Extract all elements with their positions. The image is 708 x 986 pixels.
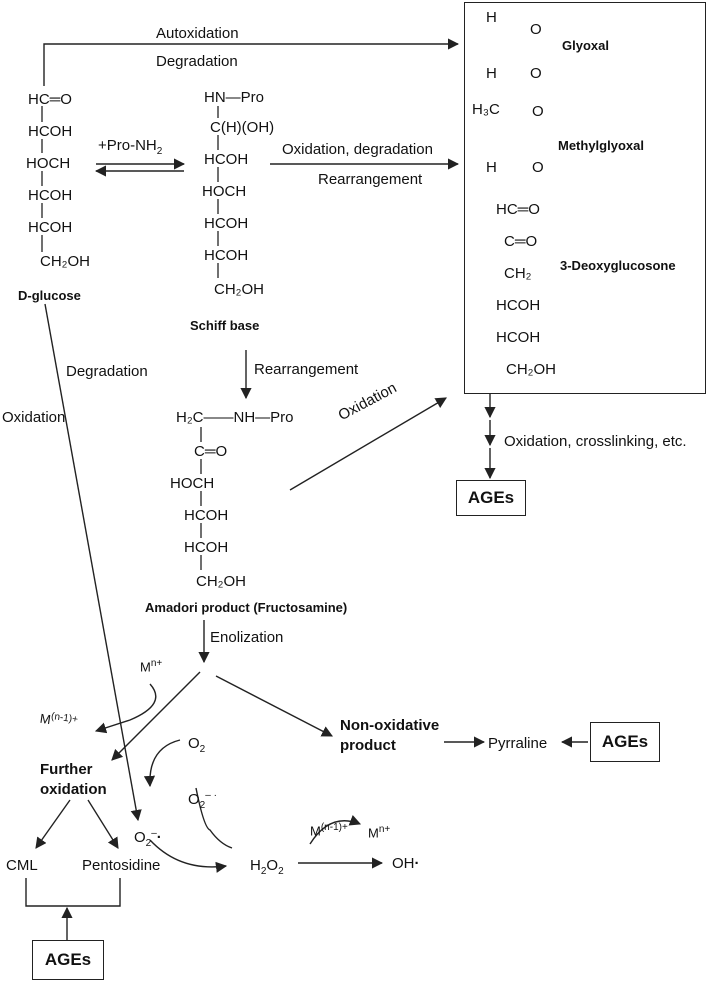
oxidation-degradation-label: Oxidation, degradation — [282, 141, 433, 158]
enolization-label: Enolization — [210, 629, 284, 646]
enol-to-nonoxidative-arrow — [215, 675, 333, 737]
glyoxal-atom-o1: O — [530, 21, 542, 38]
amadori-line-5: HCOH — [184, 539, 229, 556]
deoxy-line-1: HC═O — [496, 201, 540, 218]
glucose-line-2: HCOH — [28, 123, 73, 140]
superoxide-to-peroxide-curve — [149, 839, 228, 873]
methylglyoxal-atom-o1: O — [532, 103, 544, 120]
amadori-line-1: H₂C——NH—Pro — [176, 409, 294, 426]
amadori-line-6: CH₂OH — [196, 573, 246, 590]
cml-label: CML — [6, 857, 38, 874]
glyoxal-name: Glyoxal — [562, 38, 609, 53]
methylglyoxal-atom-o2: O — [532, 159, 544, 176]
deoxy-line-4: HCOH — [496, 297, 541, 314]
oxidation-crosslinking-label: Oxidation, crosslinking, etc. — [504, 433, 687, 450]
glucose-line-3: HOCH — [26, 155, 71, 172]
to-pentosidine-arrow — [87, 799, 119, 849]
degradation-left-label: Degradation — [66, 363, 148, 380]
metal-oxidized-right-label: Mn+ — [368, 824, 391, 841]
degradation-top-label: Degradation — [156, 53, 238, 70]
amadori-name: Amadori product (Fructosamine) — [145, 600, 348, 615]
glyoxal-atom-h1: H — [486, 9, 497, 26]
amadori-line-4: HCOH — [184, 507, 229, 524]
dicarbonyl-box — [464, 2, 706, 394]
oxygen-curve — [143, 739, 181, 788]
glucose-oxidation-arrow — [44, 303, 142, 822]
deoxy-line-5: HCOH — [496, 329, 541, 346]
hydroxyl-radical-label: OH· — [392, 855, 420, 872]
methylglyoxal-name: Methylglyoxal — [558, 138, 644, 153]
pro-nh2-label: +Pro-NH2 — [98, 137, 163, 157]
glucose-line-6: CH₂OH — [40, 253, 90, 270]
amadori-oxidation-arrow — [289, 397, 447, 491]
pentosidine-label: Pentosidine — [82, 857, 161, 874]
superoxide-b-label: O2– · — [188, 790, 217, 811]
hydrogen-peroxide-label: H2O2 — [250, 857, 284, 877]
schiff-name: Schiff base — [190, 318, 260, 333]
amadori-line-2: C═O — [194, 443, 228, 460]
glucose-line-4: HCOH — [28, 187, 73, 204]
methylglyoxal-atom-h: H — [486, 159, 497, 176]
oxidation-left-label: Oxidation — [2, 409, 66, 426]
schiff-line-1: HN—Pro — [204, 89, 265, 106]
further-oxidation-label-2: oxidation — [40, 781, 107, 798]
enol-to-further-oxidation-arrow — [111, 671, 201, 761]
deoxy-line-2: C═O — [504, 233, 538, 250]
ages-box-right: AGEs — [590, 722, 660, 762]
schiff-line-4: HOCH — [202, 183, 247, 200]
glucose-name: D-glucose — [18, 288, 81, 303]
further-oxidation-label-1: Further — [40, 761, 93, 778]
ages-box-top: AGEs — [456, 480, 526, 516]
methylglyoxal-atom-h3c: H₃C — [472, 101, 500, 118]
rearrangement-label-1: Rearrangement — [318, 171, 423, 188]
superoxide-b-curve — [195, 787, 233, 849]
schiff-line-2: C(H)(OH) — [210, 119, 275, 136]
metal-reduced-right-label: M(n-1)+ — [310, 822, 348, 839]
to-cml-arrow — [35, 799, 71, 849]
pyrraline-label: Pyrraline — [488, 735, 548, 752]
ages-box-bottom: AGEs — [32, 940, 104, 980]
superoxide-a-label: O2–· — [134, 828, 162, 849]
schiff-line-7: CH₂OH — [214, 281, 264, 298]
non-oxidative-label-1: Non-oxidative — [340, 717, 440, 734]
schiff-line-6: HCOH — [204, 247, 249, 264]
autoxidation-arrow — [43, 38, 460, 86]
schiff-line-5: HCOH — [204, 215, 249, 232]
glucose-line-5: HCOH — [28, 219, 73, 236]
oxygen-label: O2 — [188, 735, 206, 755]
deoxy-line-6: CH₂OH — [506, 361, 556, 378]
glyoxal-atom-h2: H — [486, 65, 497, 82]
amadori-line-3: HOCH — [170, 475, 215, 492]
deoxy-line-3: CH₂ — [504, 265, 532, 282]
metal-reduction-curve — [94, 683, 157, 734]
schiff-line-3: HCOH — [204, 151, 249, 168]
products-bracket — [25, 878, 121, 907]
glyoxal-atom-o2: O — [530, 65, 542, 82]
metal-mn-label: Mn+ — [140, 658, 163, 675]
autoxidation-label: Autoxidation — [156, 25, 239, 42]
non-oxidative-label-2: product — [340, 737, 396, 754]
glucose-line-1: HC═O — [28, 91, 72, 108]
rearrangement-label-2: Rearrangement — [254, 361, 359, 378]
metal-oxidation-curve — [309, 815, 362, 845]
deoxyglucosone-name: 3-Deoxyglucosone — [560, 258, 676, 273]
